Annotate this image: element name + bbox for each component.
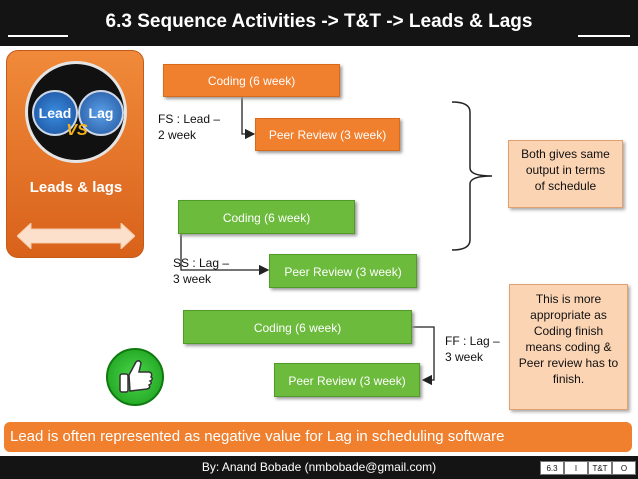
thumbs-up-icon <box>106 348 164 406</box>
footer-bar: By: Anand Bobade (nmbobade@gmail.com) 6.… <box>0 456 638 479</box>
nav-button-section[interactable]: 6.3 <box>540 461 564 475</box>
peer-review-box-ss: Peer Review (3 week) <box>269 254 417 288</box>
nav-button-o[interactable]: O <box>612 461 636 475</box>
ff-lag-label-line2: 3 week <box>445 349 500 365</box>
coding-box-fs: Coding (6 week) <box>163 64 340 97</box>
ff-lag-label: FF : Lag – 3 week <box>445 333 500 365</box>
appropriate-note: This is more appropriate as Coding finis… <box>509 284 628 410</box>
note-line: finish. <box>512 371 625 387</box>
note-line: of schedule <box>511 178 620 194</box>
info-banner: Lead is often represented as negative va… <box>4 422 632 452</box>
note-line: This is more <box>512 291 625 307</box>
note-line: Both gives same <box>511 146 620 162</box>
fs-lead-label-line1: FS : Lead – <box>158 111 220 127</box>
note-line: means coding & <box>512 339 625 355</box>
note-line: appropriate as <box>512 307 625 323</box>
ss-lag-label: SS : Lag – 3 week <box>173 255 229 287</box>
coding-box-ss: Coding (6 week) <box>178 200 355 234</box>
ss-lag-label-line1: SS : Lag – <box>173 255 229 271</box>
ss-lag-label-line2: 3 week <box>173 271 229 287</box>
note-line: Coding finish <box>512 323 625 339</box>
peer-review-box-ff: Peer Review (3 week) <box>274 363 420 397</box>
note-line: output in terms <box>511 162 620 178</box>
peer-review-box-fs: Peer Review (3 week) <box>255 118 400 151</box>
fs-lead-label-line2: 2 week <box>158 127 220 143</box>
nav-button-tt[interactable]: T&T <box>588 461 612 475</box>
ff-lag-label-line1: FF : Lag – <box>445 333 500 349</box>
fs-lead-label: FS : Lead – 2 week <box>158 111 220 143</box>
note-line: Peer review has to <box>512 355 625 371</box>
same-output-note: Both gives same output in terms of sched… <box>508 140 623 208</box>
coding-box-ff: Coding (6 week) <box>183 310 412 344</box>
nav-button-i[interactable]: I <box>564 461 588 475</box>
